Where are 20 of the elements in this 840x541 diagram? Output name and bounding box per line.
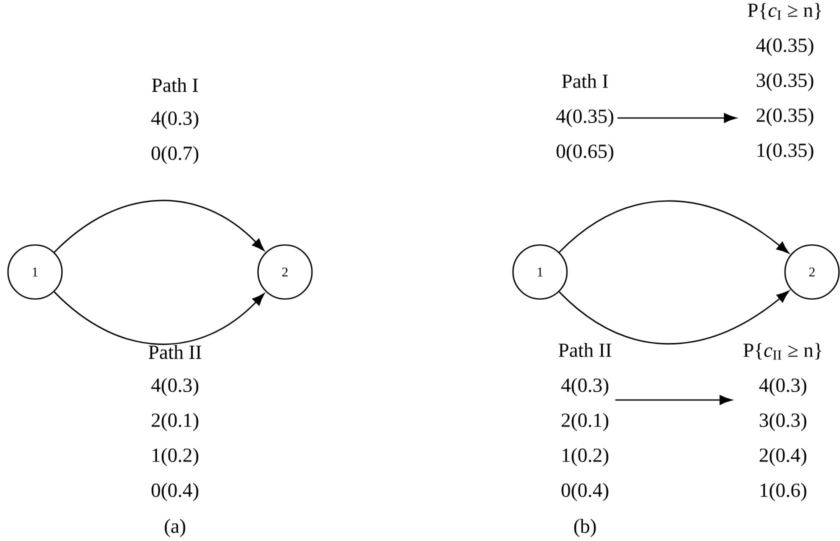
label: (a)	[164, 518, 186, 538]
label: (b)	[574, 518, 596, 538]
probability-list: Path I 4(0.35) 0(0.65)	[556, 74, 614, 162]
label: 0(0.4)	[152, 482, 198, 502]
arrow	[54, 291, 264, 345]
arrow	[558, 290, 790, 344]
arrow	[558, 200, 789, 254]
probability-list: P{c$_{II}$ ≥ n} 4(0.3) 3(0.3) 2(0.4) 1(0.6)	[744, 342, 822, 502]
label: 2(0.1)	[152, 412, 198, 432]
arrow	[618, 113, 736, 123]
label: 4(0.3)	[151, 110, 198, 130]
label: 0(0.7)	[152, 146, 198, 164]
probability-list: Path II 4(0.3) 2(0.1) 1(0.2) 0(0.4)	[558, 342, 612, 502]
arrow	[615, 395, 732, 405]
arrow	[54, 200, 264, 253]
label: 1(0.2)	[152, 448, 198, 466]
label: Path I	[152, 78, 198, 92]
label: 4(0.3)	[151, 378, 198, 396]
probability-list: P{c$_{I}$ ≥ n} 4(0.35) 3(0.35) 2(0.35) 1(0.35)	[748, 2, 821, 162]
label: Path II	[148, 344, 202, 360]
